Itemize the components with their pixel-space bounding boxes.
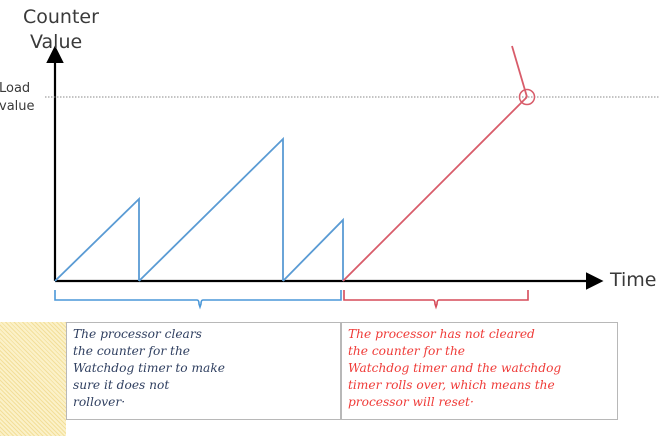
right-annotation-box: The processor has not cleared the counte… bbox=[341, 322, 618, 420]
red-brace bbox=[343, 290, 529, 310]
counter-cycle-1 bbox=[54, 196, 140, 282]
blue-brace bbox=[54, 290, 342, 310]
right-annotation-line-2: the counter for the bbox=[348, 344, 466, 358]
right-annotation-line-5: processor will reset· bbox=[348, 395, 474, 409]
left-annotation-line-1: The processor clears bbox=[73, 327, 202, 341]
right-annotation-line-3: Watchdog timer and the watchdog bbox=[348, 361, 562, 375]
load-value-label-line-2: value bbox=[0, 99, 35, 114]
left-annotation-line-2: the counter for the bbox=[73, 344, 191, 358]
left-annotation-box: The processor clears the counter for the… bbox=[66, 322, 341, 420]
left-annotation-line-5: rollover· bbox=[73, 395, 126, 409]
right-annotation-line-4: timer rolls over, which means the bbox=[348, 378, 555, 392]
left-annotation-line-3: Watchdog timer to make bbox=[73, 361, 225, 375]
watchdog-reset-spike bbox=[511, 45, 528, 98]
decorative-panel bbox=[0, 322, 66, 436]
load-value-label-line-1: Load bbox=[0, 81, 31, 96]
counter-cycle-3 bbox=[282, 217, 344, 282]
watchdog-rollover-path bbox=[342, 96, 528, 282]
left-annotation-line-4: sure it does not bbox=[73, 378, 170, 392]
x-axis-label: Time bbox=[610, 269, 657, 291]
y-axis-title-line-2: Value bbox=[30, 31, 83, 53]
right-annotation-line-1: The processor has not cleared bbox=[348, 327, 535, 341]
rollover-point-marker bbox=[518, 88, 536, 106]
counter-cycle-2 bbox=[138, 136, 284, 282]
y-axis-title-line-1: Counter bbox=[23, 6, 99, 28]
